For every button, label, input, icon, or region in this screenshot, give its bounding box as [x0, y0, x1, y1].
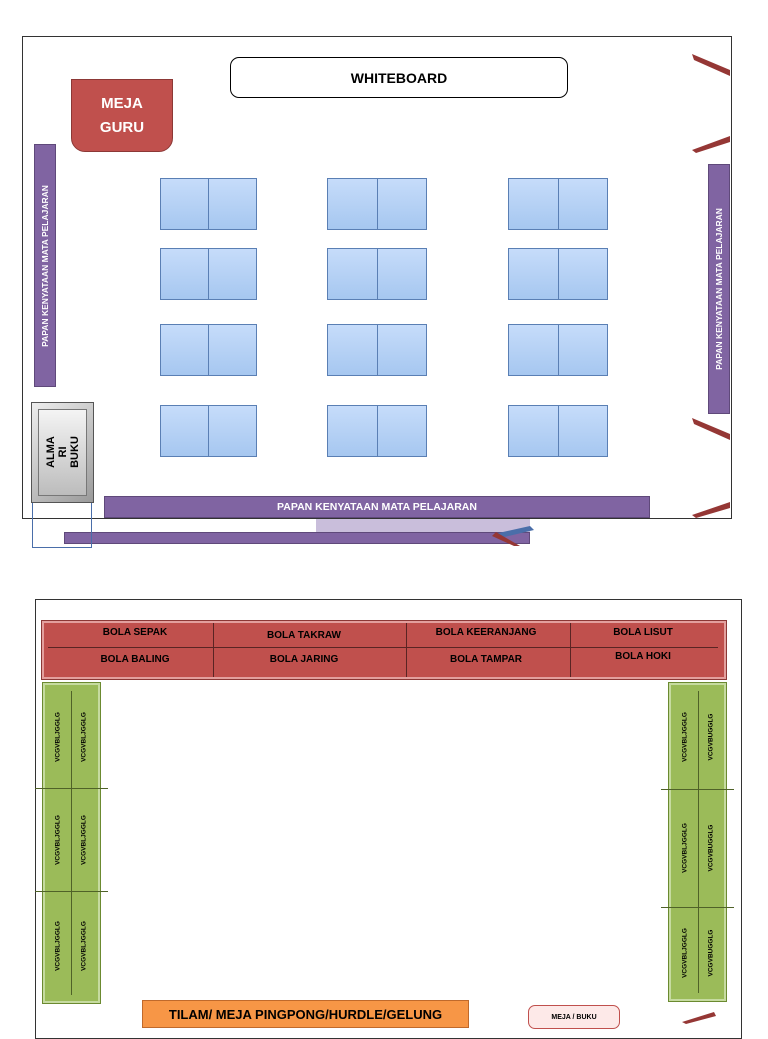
classroom-outline — [22, 36, 732, 519]
student-desk — [508, 178, 608, 230]
book-cupboard-label-1: ALMA — [45, 436, 57, 468]
shelf-cell: VCGVBLJGGLG — [671, 789, 698, 907]
shelf-label: VCGVBLJGGLG — [54, 921, 62, 971]
student-desk — [327, 324, 427, 376]
mat-storage-label: TILAM/ MEJA PINGPONG/HURDLE/GELUNG — [168, 1006, 443, 1022]
rack-shelf-line — [48, 647, 718, 648]
shelf-cell: VCGVBLJGGLG — [71, 685, 97, 788]
whiteboard: WHITEBOARD — [230, 57, 568, 98]
notice-board-right: PAPAN KENYATAAN MATA PELAJARAN — [708, 164, 730, 414]
student-desk — [508, 248, 608, 300]
door-marker — [692, 54, 730, 76]
shelf-line — [661, 789, 734, 790]
teacher-desk: MEJA GURU — [71, 79, 173, 152]
shelf-line — [35, 891, 108, 892]
shelf-label: VCGVBLJGGLG — [681, 712, 688, 762]
rack-divider — [406, 623, 407, 677]
ball-label: BOLA BALING — [100, 654, 170, 665]
student-desk — [160, 248, 257, 300]
shelf-label: VCGVBLJGGLG — [80, 814, 88, 865]
shelf-label: VCGVBUGGLG — [707, 713, 715, 761]
whiteboard-label: WHITEBOARD — [350, 69, 448, 86]
student-desk — [508, 324, 608, 376]
book-cupboard-label: ALMA RI BUKU — [34, 412, 92, 492]
shelf-cell: VCGVBLJGGLG — [71, 891, 97, 1001]
ball-rack: BOLA SEPAK BOLA TAKRAW BOLA KEERANJANG B… — [41, 620, 727, 680]
entrance-marker — [492, 526, 534, 546]
ball-label: BOLA JARING — [269, 654, 339, 665]
door-marker-sports — [682, 1012, 716, 1024]
notice-board-lower-panel — [316, 519, 530, 535]
shelf-label: VCGVBLJGGLG — [80, 711, 88, 762]
equipment-shelf-left: VCGVBLJGGLG VCGVBLJGGLG VCGVBLJGGLG VCGV… — [35, 682, 108, 1004]
book-table: MEJA / BUKU — [528, 1005, 620, 1029]
ball-label: BOLA SEPAK — [102, 627, 168, 638]
book-cupboard-label-3: BUKU — [69, 436, 81, 468]
notice-board-left: PAPAN KENYATAAN MATA PELAJARAN — [34, 144, 56, 387]
door-marker — [692, 136, 730, 153]
shelf-line — [35, 788, 108, 789]
shelf-divider — [71, 691, 72, 995]
shelf-divider — [698, 691, 699, 993]
door-markers — [692, 54, 730, 518]
shelf-cell: VCGVBLJGGLG — [671, 685, 698, 789]
student-desk — [160, 324, 257, 376]
shelf-label: VCGVBUGGLG — [707, 929, 715, 977]
student-desk — [327, 248, 427, 300]
rack-divider — [570, 623, 571, 677]
notice-board-left-label: PAPAN KENYATAAN MATA PELAJARAN — [40, 184, 50, 347]
shelf-cell: VCGVBLJGGLG — [45, 788, 71, 891]
shelf-label: VCGVBLJGGLG — [54, 711, 62, 762]
notice-board-bottom: PAPAN KENYATAAN MATA PELAJARAN — [104, 496, 650, 518]
shelf-cell: VCGVBUGGLG — [698, 789, 724, 907]
teacher-desk-label-1: MEJA — [101, 94, 143, 112]
door-marker — [692, 502, 730, 518]
shelf-cell: VCGVBLJGGLG — [71, 788, 97, 891]
teacher-desk-label-2: GURU — [99, 118, 145, 136]
shelf-cell: VCGVBLJGGLG — [45, 891, 71, 1001]
equipment-shelf-right: VCGVBLJGGLG VCGVBUGGLG VCGVBLJGGLG VCGVB… — [661, 682, 734, 1002]
mat-storage-area: TILAM/ MEJA PINGPONG/HURDLE/GELUNG — [142, 1000, 469, 1028]
shelf-label: VCGVBLJGGLG — [54, 814, 62, 865]
student-desk — [160, 405, 257, 457]
shelf-cell: VCGVBUGGLG — [698, 907, 724, 999]
ball-label: BOLA HOKI — [615, 651, 671, 662]
ball-label: BOLA LISUT — [613, 627, 673, 638]
ball-label: BOLA KEERANJANG — [435, 627, 537, 638]
ball-label: BOLA TAKRAW — [267, 630, 341, 641]
shelf-cell: VCGVBLJGGLG — [671, 907, 698, 999]
ball-label: BOLA TAMPAR — [449, 654, 523, 665]
door-marker — [692, 418, 730, 440]
student-desk — [508, 405, 608, 457]
shelf-label: VCGVBUGGLG — [707, 824, 715, 872]
book-cupboard-label-2: RI — [57, 446, 69, 458]
book-table-label: MEJA / BUKU — [551, 1013, 597, 1021]
shelf-label: VCGVBLJGGLG — [80, 921, 88, 971]
student-desk — [327, 405, 427, 457]
shelf-label: VCGVBLJGGLG — [681, 823, 688, 873]
cupboard-frame — [32, 503, 92, 548]
student-desk — [160, 178, 257, 230]
shelf-line — [661, 907, 734, 908]
shelf-cell: VCGVBUGGLG — [698, 685, 724, 789]
shelf-label: VCGVBLJGGLG — [681, 928, 688, 978]
shelf-cell: VCGVBLJGGLG — [45, 685, 71, 788]
notice-board-bottom-label: PAPAN KENYATAAN MATA PELAJARAN — [277, 501, 477, 513]
notice-board-bottom-second — [64, 532, 530, 544]
student-desk — [327, 178, 427, 230]
rack-divider — [213, 623, 214, 677]
book-cupboard — [31, 402, 94, 503]
